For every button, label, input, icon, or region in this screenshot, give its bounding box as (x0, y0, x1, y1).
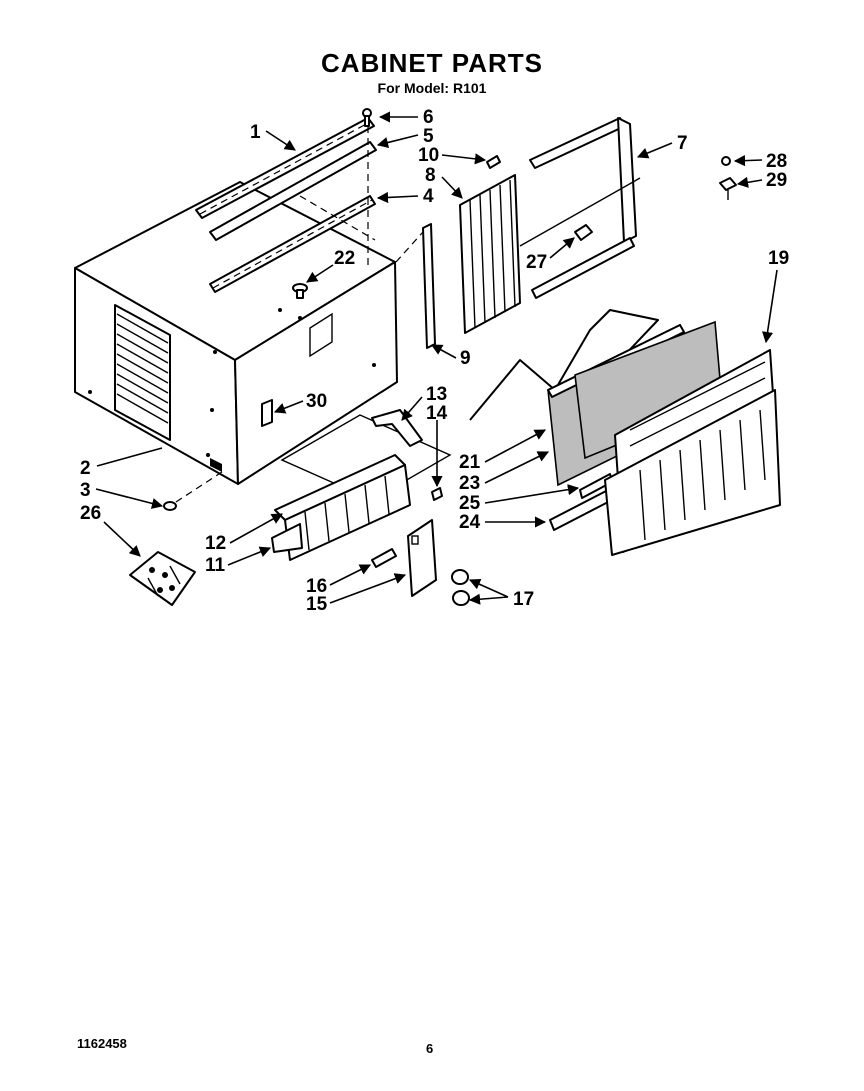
callout-4: 4 (423, 186, 434, 207)
document-number: 1162458 (77, 1036, 127, 1051)
callout-8: 8 (425, 165, 436, 186)
callout-11: 11 (205, 555, 226, 576)
callout-24: 24 (459, 512, 481, 533)
spacer-16 (371, 548, 397, 568)
callout-21: 21 (459, 452, 481, 473)
louver-grille-8 (459, 174, 521, 334)
hardware-bag-26 (129, 551, 196, 606)
screw-28 (721, 156, 731, 166)
callout-6: 6 (423, 107, 434, 128)
callout-7: 7 (677, 133, 688, 154)
page-title: CABINET PARTS (321, 48, 543, 78)
callout-26: 26 (80, 503, 101, 524)
callout-29: 29 (766, 170, 787, 191)
callout-1: 1 (250, 122, 261, 143)
page-number: 6 (426, 1041, 434, 1056)
callout-17: 17 (513, 589, 534, 610)
leader-lines (95, 111, 778, 605)
clip-30 (261, 399, 273, 427)
callout-13: 13 (426, 384, 447, 405)
control-plate-15 (407, 519, 437, 597)
plug-22 (292, 283, 308, 299)
top-rail-1 (195, 117, 375, 219)
callout-3: 3 (80, 480, 91, 501)
washer-29 (719, 177, 737, 200)
top-channel-5 (209, 141, 377, 241)
callout-22: 22 (334, 248, 355, 269)
callout-9: 9 (460, 348, 471, 369)
callout-15: 15 (306, 594, 328, 615)
callout-25: 25 (459, 493, 481, 514)
bracket-11 (271, 523, 303, 553)
callout-5: 5 (423, 126, 434, 147)
callout-19: 19 (768, 248, 789, 269)
callout-30: 30 (306, 391, 327, 412)
clip-14 (431, 487, 443, 501)
callout-10: 10 (418, 145, 439, 166)
callout-12: 12 (205, 533, 226, 554)
screw-3 (163, 501, 177, 511)
model-subtitle: For Model: R101 (377, 80, 487, 96)
callout-23: 23 (459, 473, 480, 494)
top-rail-4 (209, 195, 376, 293)
callout-27: 27 (526, 252, 547, 273)
callout-labels: 1 2 3 4 5 6 7 8 9 10 11 12 13 14 15 16 1… (80, 107, 789, 615)
callout-28: 28 (766, 151, 787, 172)
front-grille-19 (604, 349, 781, 556)
cabinet-louvers (114, 304, 171, 441)
window-frame-7 (519, 117, 641, 299)
callout-14: 14 (426, 403, 448, 424)
callout-2: 2 (80, 458, 91, 479)
screw-10 (486, 155, 501, 169)
screw-6 (362, 108, 372, 127)
exploded-parts-diagram: 1 2 3 4 5 6 7 8 9 10 11 12 13 14 15 16 1… (74, 107, 789, 615)
screw-27 (574, 224, 593, 241)
bracket-13 (371, 409, 423, 447)
vertical-support-9 (395, 223, 436, 349)
knob-17-a (451, 569, 469, 585)
callout-16: 16 (306, 576, 327, 597)
knob-17-b (452, 590, 470, 606)
